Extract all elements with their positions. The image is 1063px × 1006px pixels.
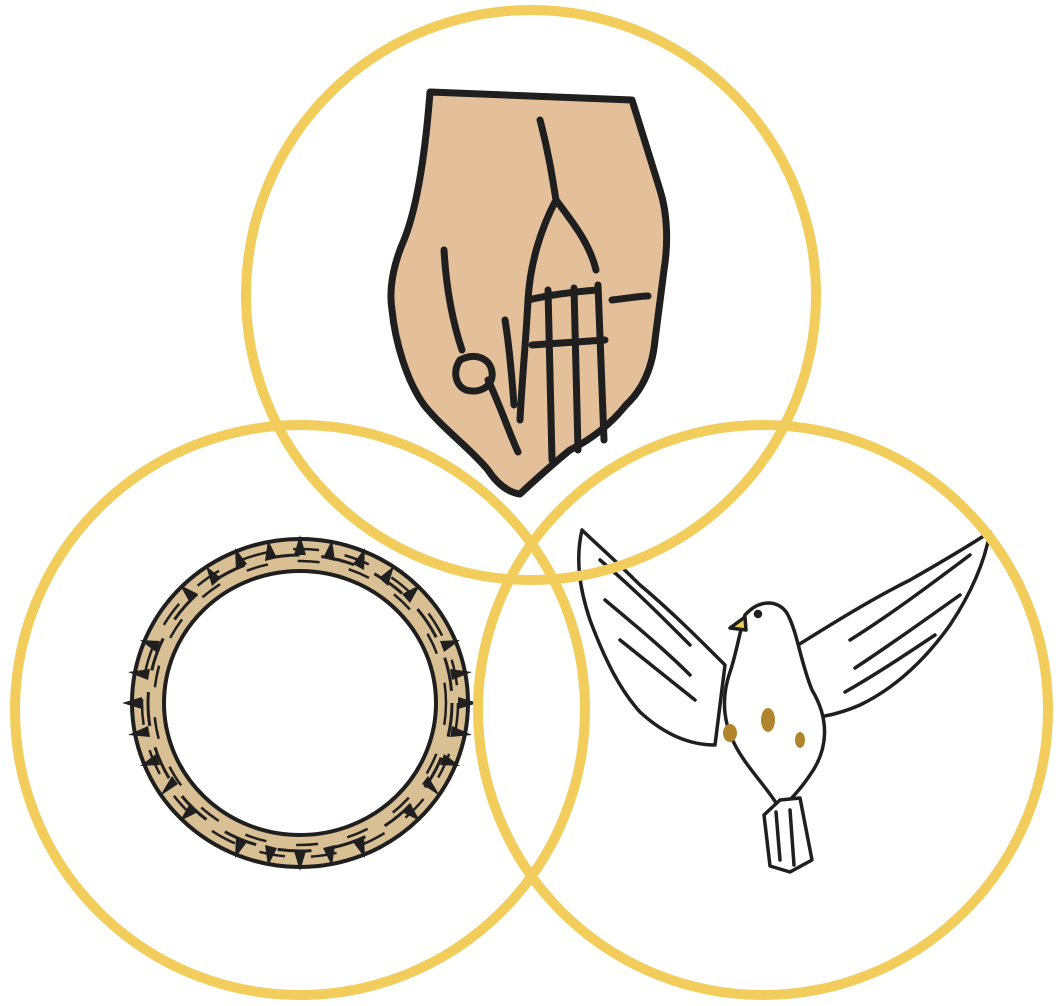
emblem-canvas [0,0,1063,1006]
trinity-emblem [0,0,1063,1006]
